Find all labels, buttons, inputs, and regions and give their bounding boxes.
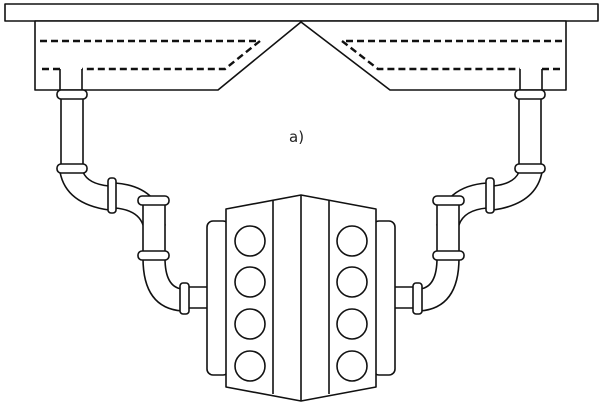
lower-housing: [34, 20, 567, 91]
left-cylinders: [234, 225, 266, 382]
right-dashed-chamber: [338, 39, 562, 71]
pipe-stubs: [59, 69, 543, 90]
left-dashed-chamber: [40, 39, 264, 71]
left-exhaust-pipe: [56, 89, 209, 315]
engine-block: [206, 194, 396, 402]
right-exhaust-pipe: [393, 89, 546, 315]
manifold-housing: [4, 3, 599, 91]
figure-label: a): [289, 128, 305, 146]
top-plate: [4, 3, 599, 22]
block-dividers: [272, 195, 330, 401]
right-cylinders: [336, 225, 368, 382]
